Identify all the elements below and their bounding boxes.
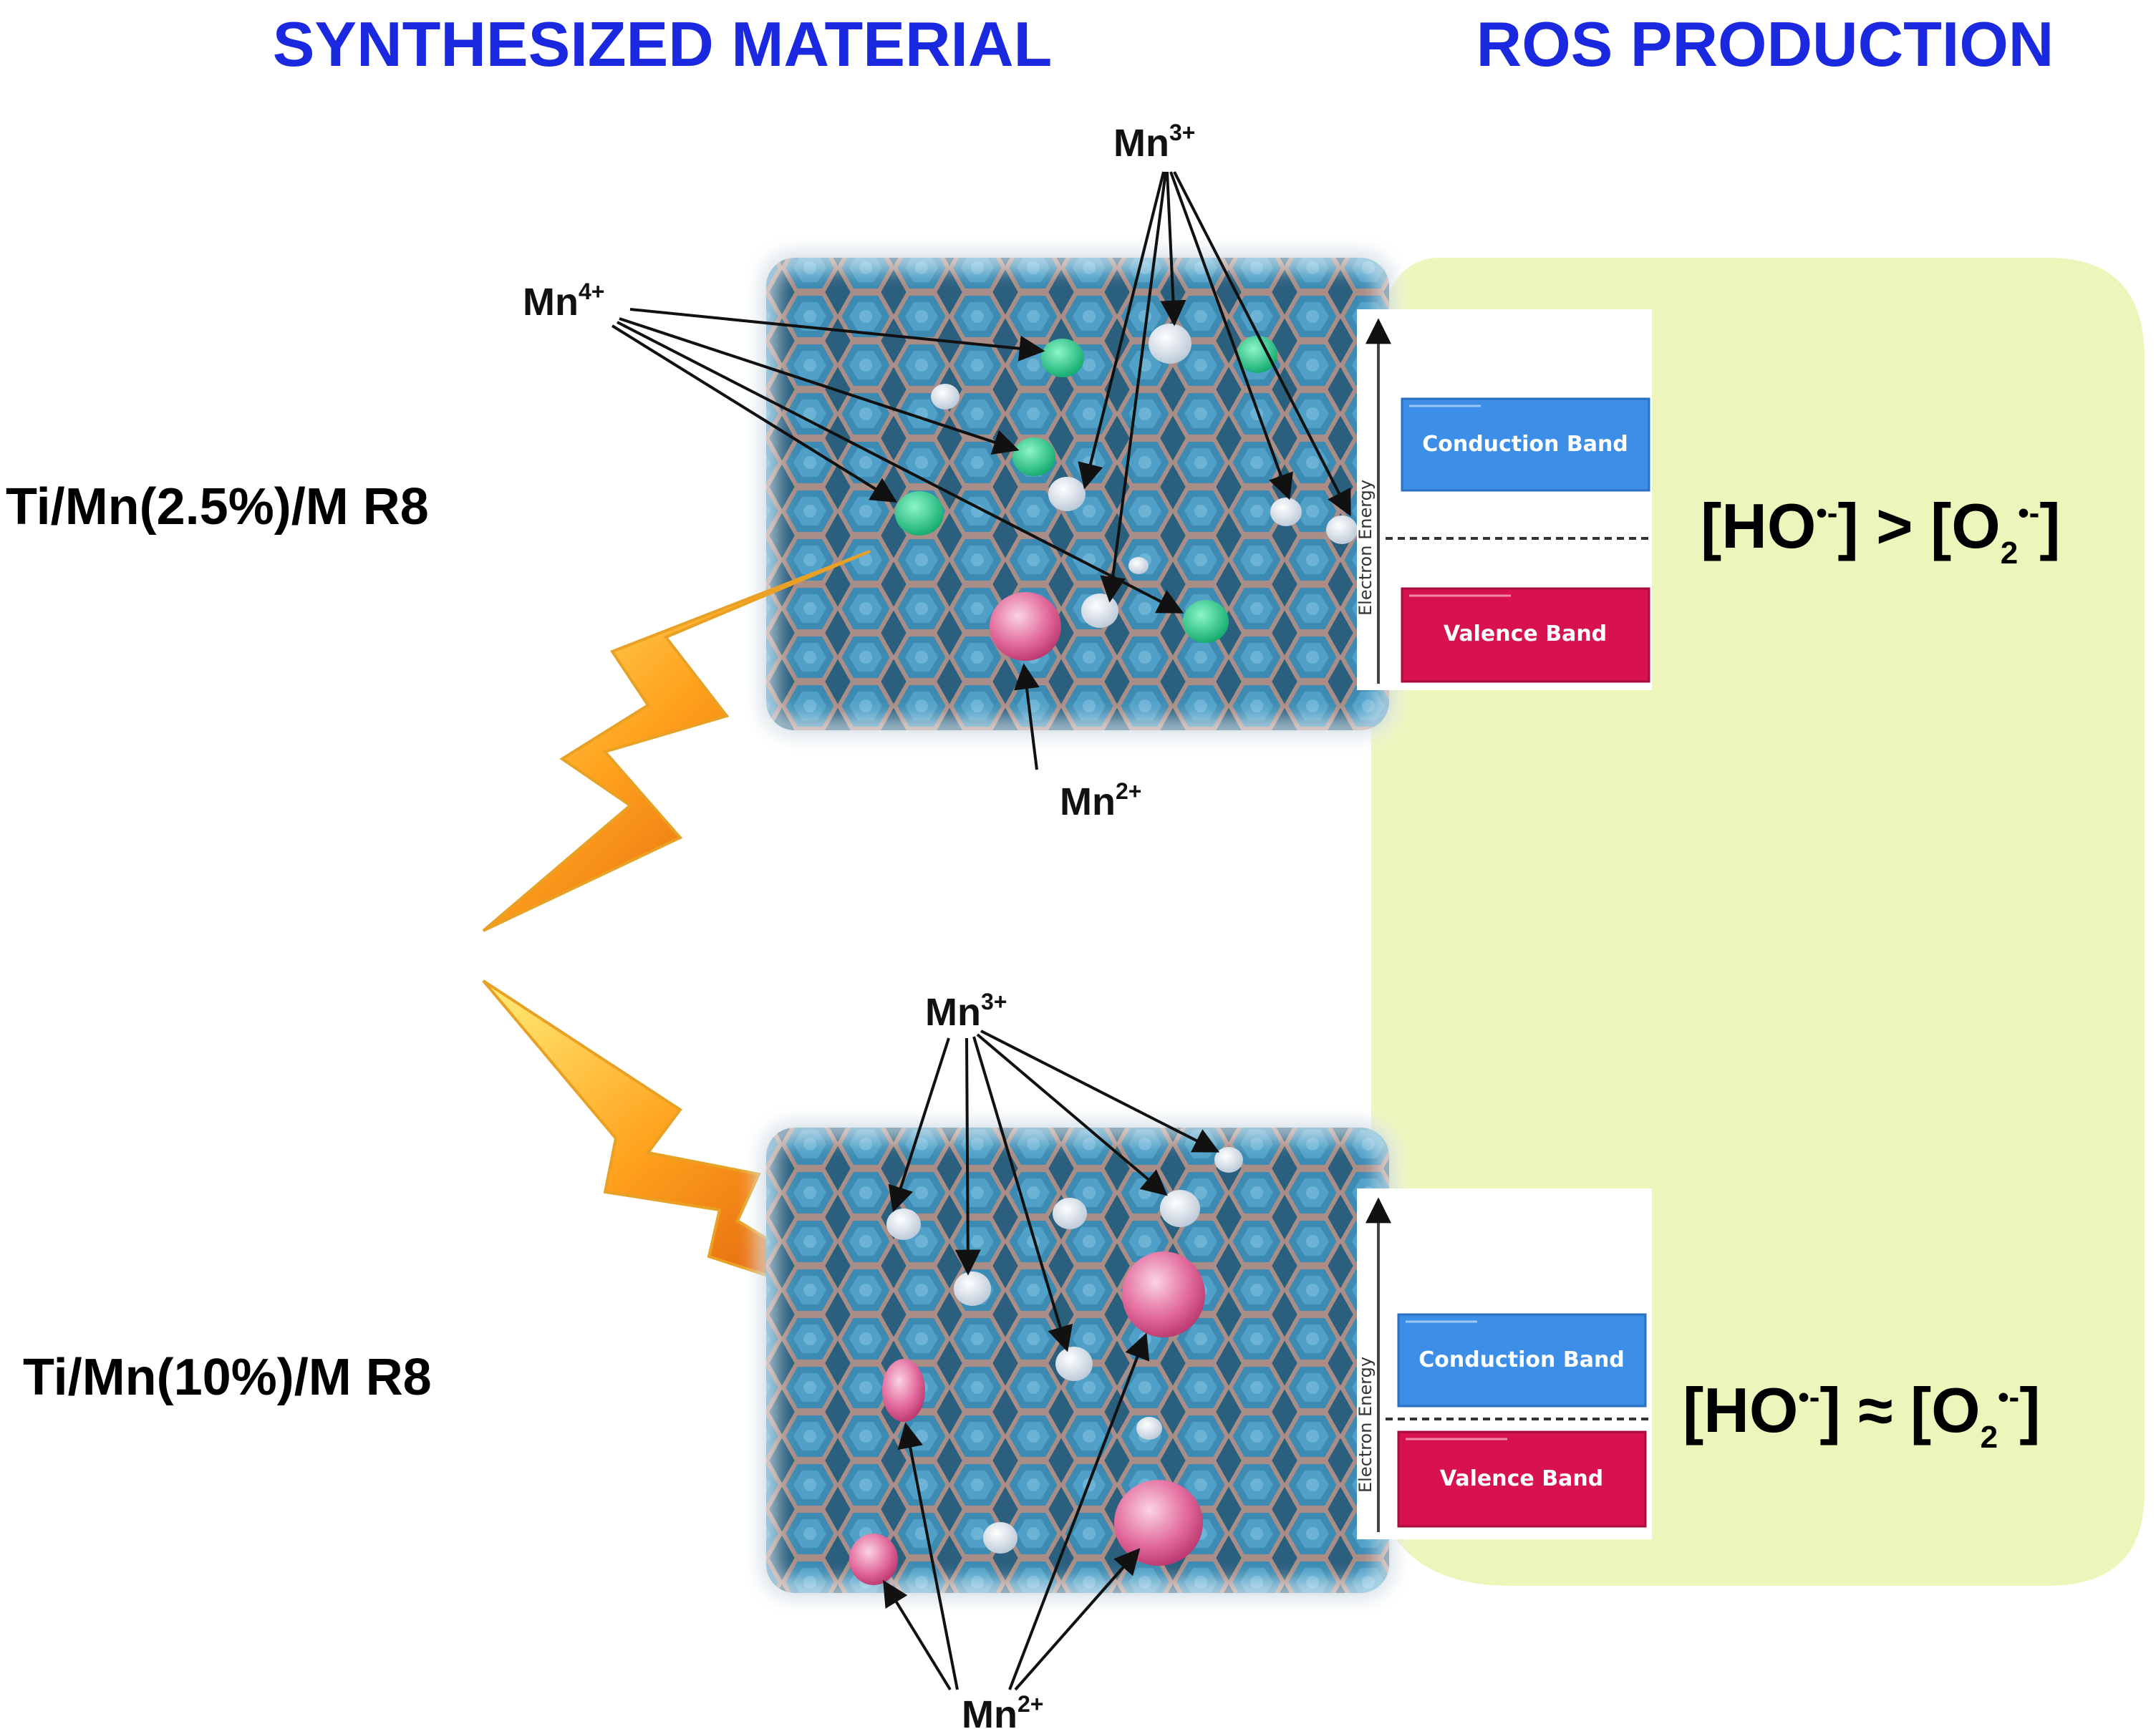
conduction-band-label-top: Conduction Band — [1422, 432, 1628, 457]
mn4-label-top: Mn4+ — [523, 279, 604, 324]
valence-band-top — [1401, 587, 1650, 683]
mn3-label-top: Mn3+ — [1113, 120, 1195, 165]
right-arrow-icon — [444, 1312, 720, 1433]
ros-relation-bottom: [HO•-] ≈ [O2•-] — [1683, 1375, 2041, 1455]
band-diagram-bottom: Electron Energy Conduction Band Valence … — [1355, 1188, 1653, 1539]
valence-band-label-bottom: Valence Band — [1440, 1466, 1603, 1491]
sample-label-2-5: Ti/Mn(2.5%)/M R8 — [6, 478, 429, 536]
mn4-particles-top — [895, 336, 1277, 643]
synthesized-material-header: SYNTHESIZED MATERIAL — [273, 9, 1053, 79]
electron-energy-axis-bottom: Electron Energy — [1355, 1357, 1376, 1493]
ros-relation-top: [HO•-] > [O2•-] — [1701, 490, 2061, 571]
right-arrow-icon — [444, 444, 720, 566]
band-diagram-top: Electron Energy Conduction Band Valence … — [1355, 309, 1653, 690]
ros-production-header: ROS PRODUCTION — [1476, 9, 2054, 79]
mn2-label-bottom: Mn2+ — [962, 1691, 1043, 1729]
pointer-arrows-bottom — [883, 1030, 1220, 1691]
conduction-band-label-bottom: Conduction Band — [1418, 1347, 1625, 1372]
valence-band-bottom — [1397, 1430, 1647, 1528]
lightning-bolt-icon — [482, 550, 871, 932]
mn3-particles-bottom — [886, 1147, 1243, 1554]
conduction-band-bottom — [1397, 1313, 1647, 1408]
valence-band-label-top: Valence Band — [1444, 621, 1607, 646]
mn3-label-bottom: Mn3+ — [925, 989, 1007, 1034]
sample-label-10: Ti/Mn(10%)/M R8 — [23, 1349, 432, 1406]
mn2-particles-top — [990, 592, 1061, 661]
mn2-particles-bottom — [849, 1251, 1205, 1585]
conduction-band-top — [1401, 397, 1650, 492]
mn2-label-top: Mn2+ — [1060, 778, 1141, 823]
electron-energy-axis-top: Electron Energy — [1355, 480, 1376, 616]
pointer-arrows-top — [611, 171, 1351, 770]
